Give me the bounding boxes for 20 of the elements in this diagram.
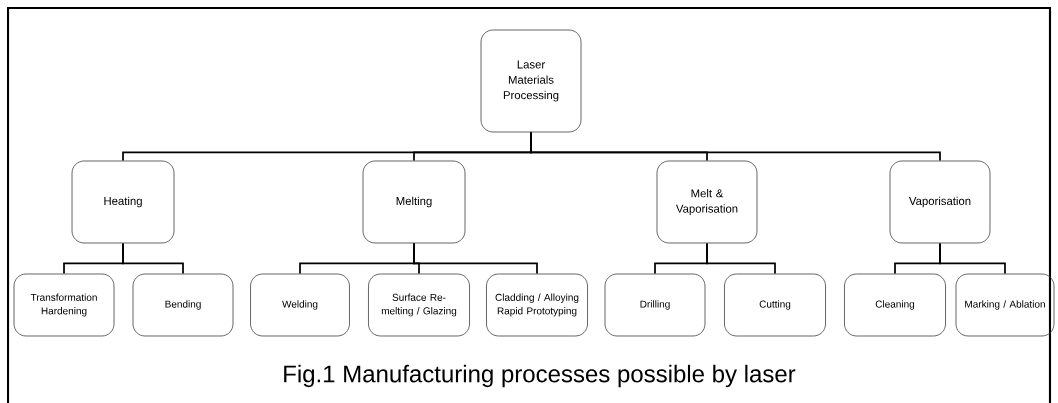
process-box: Vaporisation <box>889 160 991 244</box>
process-box: Heating <box>71 160 175 244</box>
process-box: Cleaning <box>844 273 946 337</box>
process-box: Bending <box>132 273 234 337</box>
connector-line <box>530 131 941 162</box>
process-box: Melt & Vaporisation <box>656 160 758 244</box>
process-box: Cladding / Alloying Rapid Prototyping <box>486 273 588 337</box>
process-box: Welding <box>250 273 350 337</box>
process-box: Cutting <box>724 273 826 337</box>
connector-line <box>413 242 538 275</box>
connector-line <box>706 242 776 275</box>
process-box: Drilling <box>604 273 706 337</box>
process-box: Melting <box>362 160 466 244</box>
process-box: Surface Re-melting / Glazing <box>368 273 470 337</box>
caption: Fig.1 Manufacturing processes possible by laser <box>284 364 796 388</box>
process-box: Marking / Ablation <box>955 273 1055 337</box>
process-box: Laser Materials Processing <box>480 29 582 133</box>
connector-line <box>122 242 184 275</box>
process-box: Transformation Hardening <box>13 273 115 337</box>
connector-line <box>939 242 1006 275</box>
